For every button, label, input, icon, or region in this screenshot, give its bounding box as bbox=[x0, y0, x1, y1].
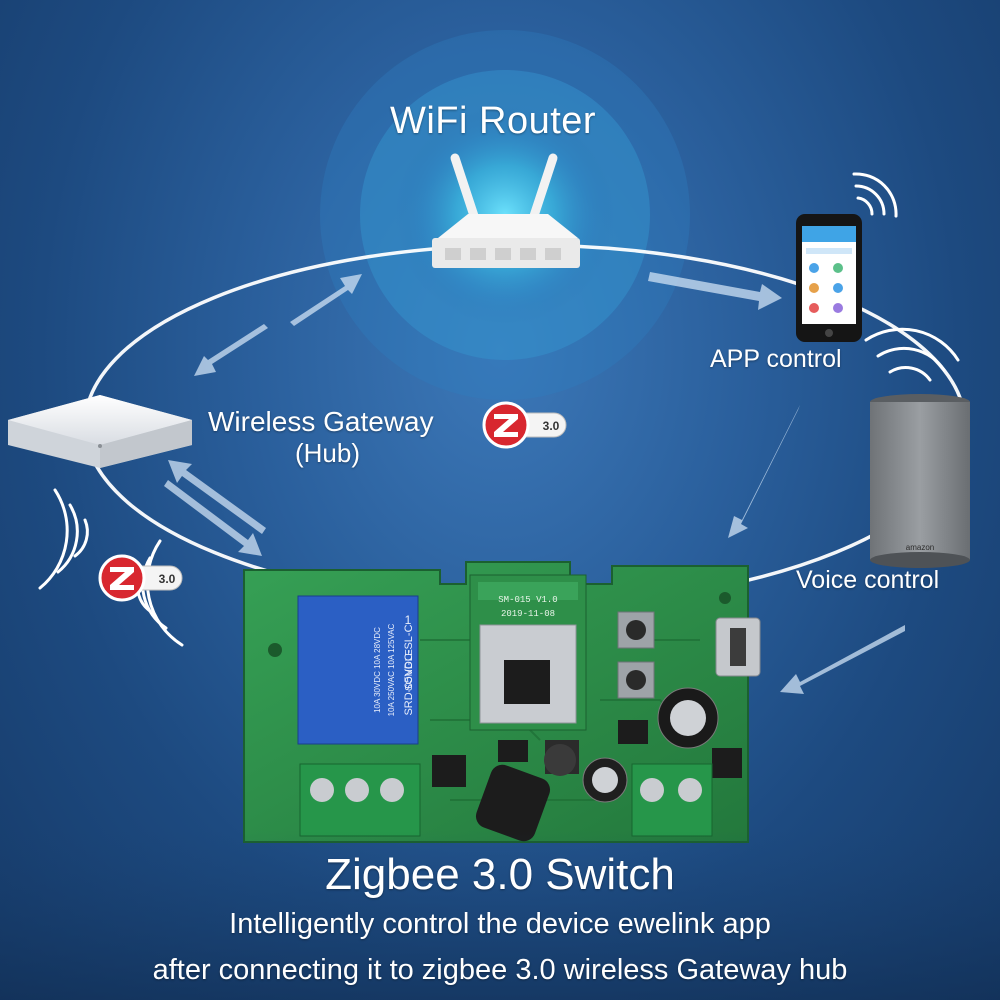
zigbee-version: 3.0 bbox=[159, 572, 176, 586]
arrow-switch-to-hub-1 bbox=[168, 460, 266, 534]
module-date: 2019-11-08 bbox=[501, 609, 555, 619]
gateway-hub-label: (Hub) bbox=[295, 438, 361, 468]
relay bbox=[297, 595, 419, 745]
app-control-label: APP control bbox=[710, 345, 842, 373]
zigbee-logo-icon: 3.0 bbox=[98, 554, 184, 602]
speaker-brand: amazon bbox=[906, 543, 934, 552]
hub-signal-icon bbox=[38, 488, 184, 647]
gateway-label: Wireless Gateway bbox=[208, 406, 434, 437]
arrow-speaker-to-switch bbox=[780, 625, 905, 694]
terminal-block-right bbox=[631, 763, 713, 837]
zigbee-logo-icon: 3.0 bbox=[482, 401, 568, 449]
flow-arrows bbox=[164, 272, 905, 694]
speaker-signal-icon bbox=[864, 327, 960, 382]
arrow-phone-to-switch bbox=[728, 405, 800, 538]
description-line-1: Intelligently control the device ewelink… bbox=[229, 908, 771, 940]
arrow-router-to-phone bbox=[648, 272, 782, 310]
arrow-hub-to-router-left bbox=[194, 324, 268, 376]
description-line-2: after connecting it to zigbee 3.0 wirele… bbox=[152, 954, 848, 986]
phone-signal-icon bbox=[852, 172, 898, 218]
smart-speaker-icon: amazon bbox=[870, 394, 970, 568]
relay-brand: SONGLE bbox=[404, 649, 415, 691]
arrow-router-to-hub-left bbox=[290, 274, 362, 326]
terminal-block-left bbox=[299, 763, 421, 837]
relay-rating-2: 10A 30VDC 10A 28VDC bbox=[373, 627, 382, 713]
zigbee-version: 3.0 bbox=[543, 419, 560, 433]
gateway-hub-icon bbox=[8, 395, 192, 468]
wifi-router-icon bbox=[432, 153, 580, 268]
relay-number: 1 bbox=[405, 613, 412, 627]
antenna-coil bbox=[475, 764, 551, 842]
zigbee-switch-board: SM-015 V1.0 2019-11-08 SRD-05VDC-SL-C 10… bbox=[243, 561, 761, 843]
relay-rating-1: 10A 250VAC 10A 125VAC bbox=[387, 623, 396, 716]
smartphone-icon bbox=[796, 214, 862, 342]
router-label: WiFi Router bbox=[390, 100, 597, 142]
arrow-hub-to-switch-1 bbox=[164, 480, 262, 556]
module-model: SM-015 V1.0 bbox=[498, 595, 557, 605]
product-title: Zigbee 3.0 Switch bbox=[325, 850, 675, 899]
relay-model: SRD-05VDC-SL-C bbox=[403, 624, 415, 715]
voice-control-label: Voice control bbox=[796, 566, 940, 594]
